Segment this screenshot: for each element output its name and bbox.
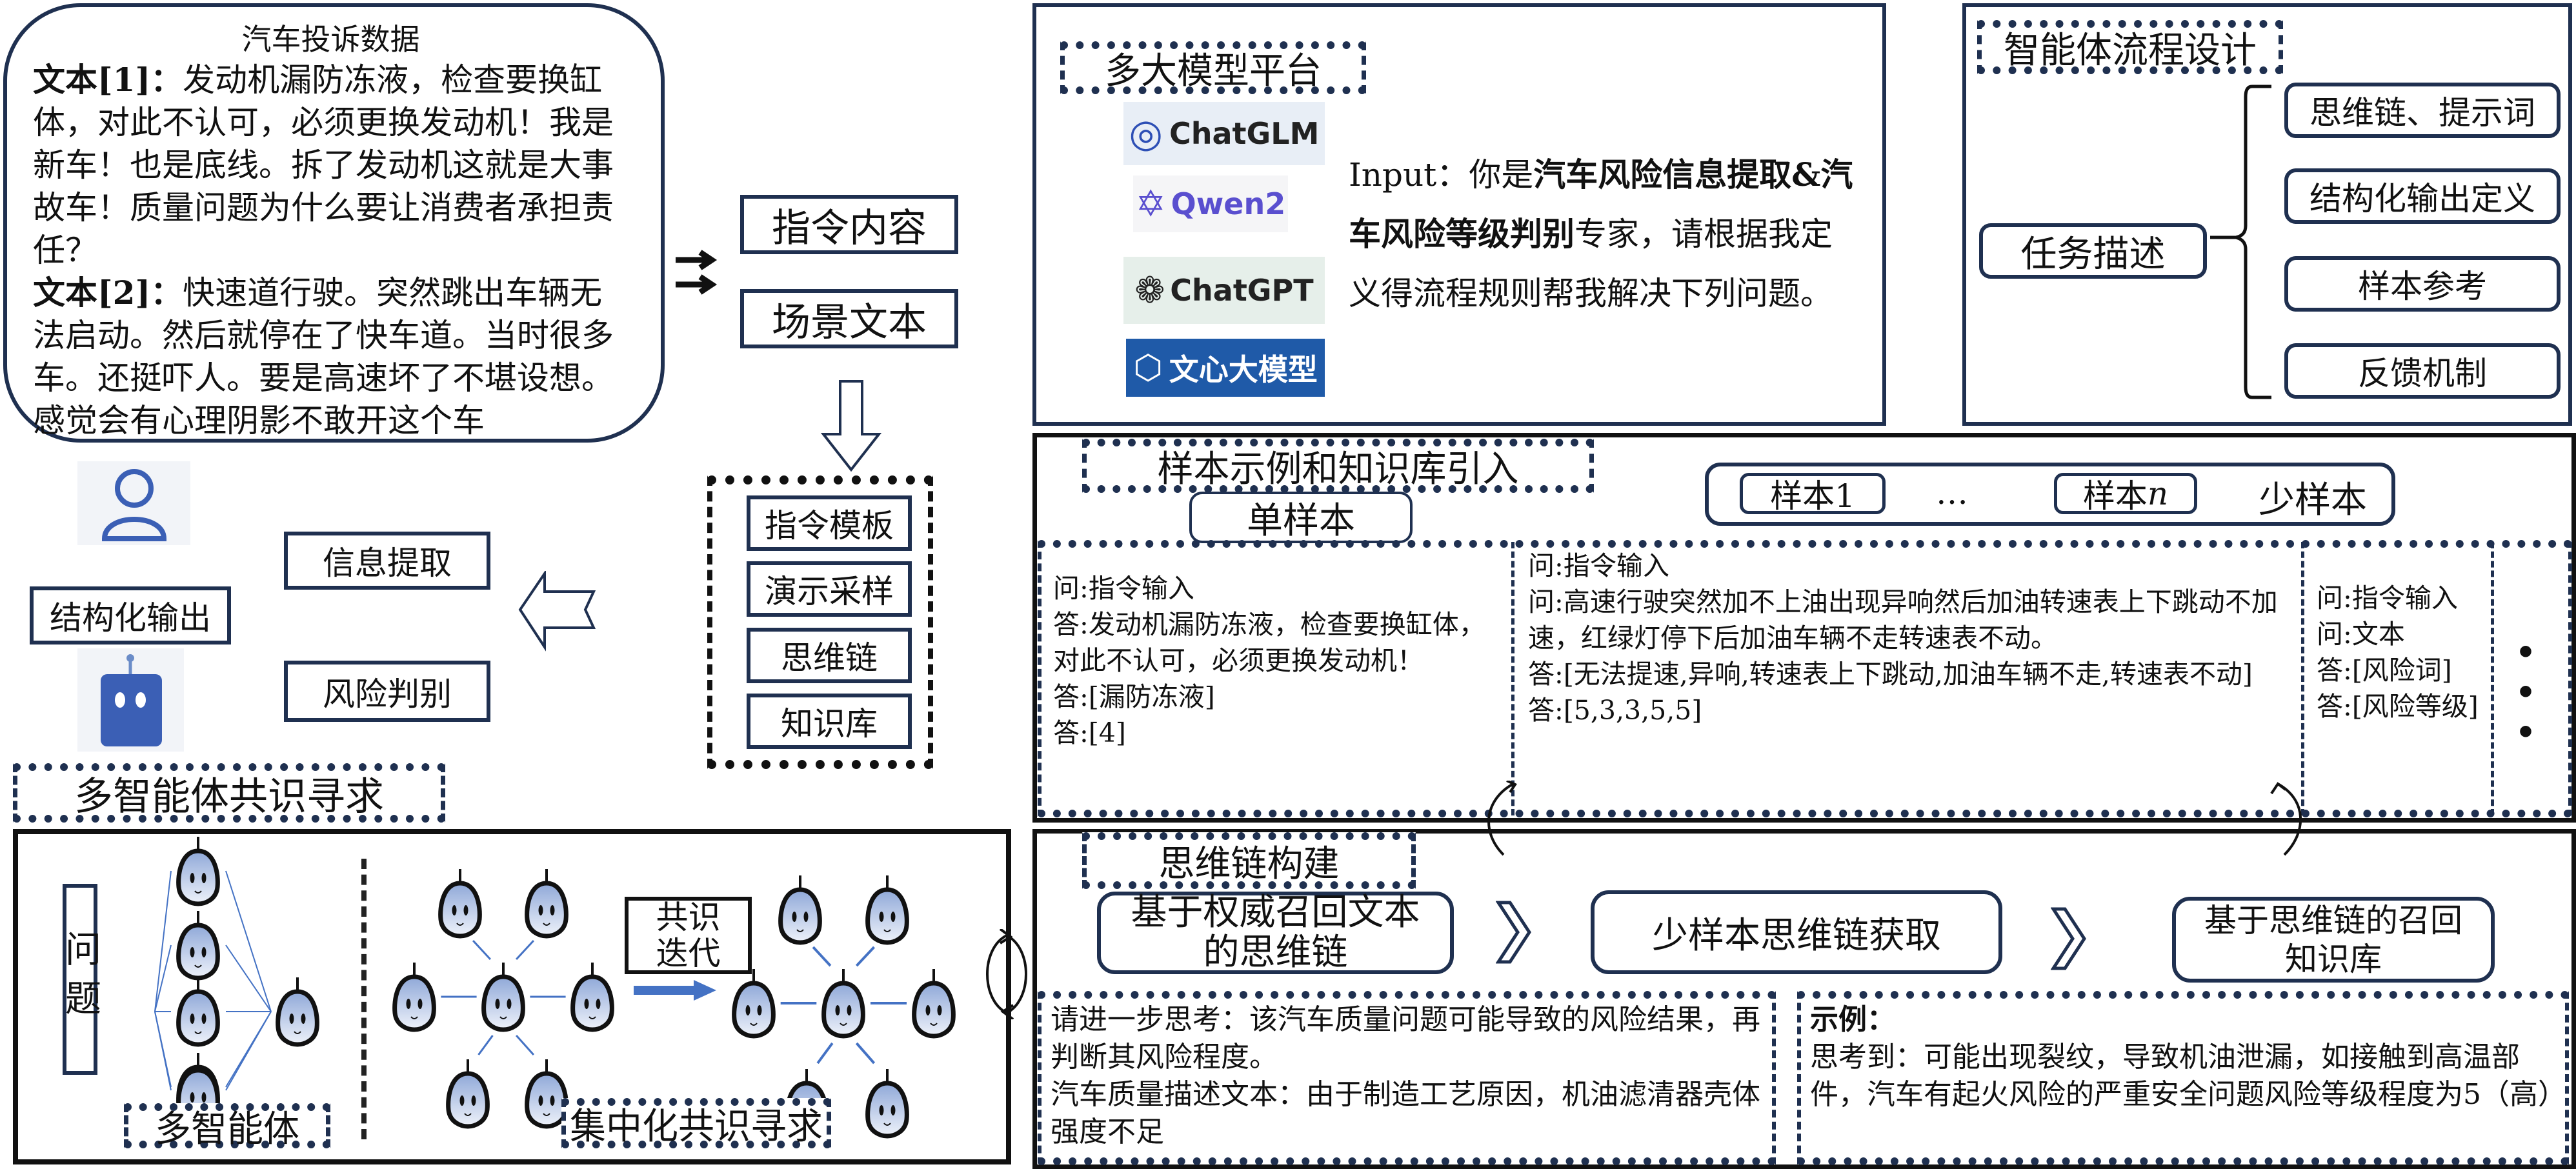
centralized-consensus-label: 集中化共识寻求 — [561, 1098, 831, 1148]
agent-robot-icon — [521, 868, 572, 939]
agent-robot-icon — [728, 968, 780, 1039]
agent-robot-icon — [478, 961, 529, 1032]
divider-line — [361, 859, 367, 1139]
flow-item: 思维链、提示词 — [2284, 83, 2561, 138]
agent-robot-icon — [567, 961, 618, 1032]
scene-text-box: 场景文本 — [740, 289, 958, 348]
agent-robot-icon — [861, 874, 913, 945]
hollow-down-arrow-icon — [820, 380, 882, 472]
input-prompt-text: Input：你是汽车风险信息提取&汽车风险等级判别专家，请根据我定义得流程规则帮… — [1349, 155, 1853, 312]
complaint-title: 汽车投诉数据 — [241, 22, 420, 57]
template-item: 思维链 — [747, 628, 912, 683]
consensus-iteration-box: 共识迭代 — [625, 897, 752, 974]
chevron-right-icon — [1496, 901, 1531, 964]
cot-step-2: 少样本思维链获取 — [1591, 890, 2002, 974]
wenxin-icon: ⬡ — [1133, 348, 1163, 387]
cot-title: 思维链构建 — [1082, 832, 1416, 889]
hollow-left-arrow-icon — [518, 571, 596, 652]
flow-item: 结构化输出定义 — [2284, 168, 2561, 224]
cot-prompt-box: 请进一步思考：该汽车质量问题可能导致的风险结果，再判断其风险程度。汽车质量描述文… — [1038, 991, 1776, 1165]
qwen-icon: ✡ — [1135, 183, 1166, 225]
chevron-right-icon — [2051, 907, 2086, 970]
ellipsis: … — [1936, 474, 1968, 512]
agent-robot-icon — [172, 910, 224, 981]
template-sample-column: 问:指令输入问:文本答:[风险词]答:[风险等级] — [2317, 583, 2479, 722]
samples-title: 样本示例和知识库引入 — [1082, 439, 1594, 493]
sample-1-chip: 样本1 — [1740, 473, 1886, 515]
agent-robot-icon — [861, 1068, 913, 1139]
flow-title: 智能体流程设计 — [1977, 20, 2283, 74]
instruction-content-box: 指令内容 — [740, 195, 958, 254]
column-divider — [2491, 542, 2494, 815]
chatglm-logo: ◎ChatGLM — [1123, 102, 1325, 165]
template-item: 知识库 — [747, 694, 912, 749]
samples-area — [1038, 540, 2572, 817]
cot-step-3: 基于思维链的召回知识库 — [2172, 897, 2495, 983]
info-extraction-box: 信息提取 — [284, 532, 490, 590]
agent-robot-icon — [774, 874, 826, 945]
template-item: 演示采样 — [747, 561, 912, 617]
flow-item: 反馈机制 — [2284, 343, 2561, 399]
flow-item: 样本参考 — [2284, 256, 2561, 312]
agent-robot-icon — [434, 868, 486, 939]
cycle-arrows-icon — [986, 929, 1027, 1019]
agent-robot-icon — [442, 1058, 494, 1129]
iteration-arrow-icon — [634, 980, 716, 1001]
complaint-text-1: 文本[1]：发动机漏防冻液，检查要换缸体，对此不认可，必须更换发动机！我是新车！… — [33, 61, 614, 269]
agent-robot-icon — [172, 976, 224, 1047]
brace-icon — [2210, 85, 2271, 399]
flow-panel — [1962, 3, 2572, 426]
chatgpt-icon: ❁ — [1134, 269, 1165, 312]
structured-output-box: 结构化输出 — [30, 586, 231, 644]
column-divider — [2301, 542, 2304, 815]
agent-robot-icon — [818, 968, 869, 1039]
curved-arrow-icon — [1487, 781, 1517, 856]
risk-judgment-box: 风险判别 — [284, 661, 490, 722]
template-group — [707, 475, 933, 769]
complaint-panel: 汽车投诉数据 文本[1]：发动机漏防冻液，检查要换缸体，对此不认可，必须更换发动… — [3, 3, 665, 443]
platform-panel — [1032, 3, 1886, 426]
template-item: 指令模板 — [747, 495, 912, 551]
double-arrow-icon — [676, 250, 718, 295]
consensus-section-label: 多智能体共识寻求 — [13, 763, 445, 823]
complaint-text-2: 文本[2]：快速道行驶。突然跳出车辆无法启动。然后就停在了快车道。当时很多车。还… — [33, 274, 614, 439]
agent-robot-icon — [908, 968, 960, 1039]
user-icon — [77, 461, 190, 545]
agent-robot-icon — [388, 961, 440, 1032]
consensus-panel — [13, 829, 1011, 1164]
cot-step-1: 基于权威召回文本的思维链 — [1097, 892, 1454, 974]
wenxin-logo: ⬡文心大模型 — [1126, 339, 1325, 397]
few-sample-column: 问:指令输入问:高速行驶突然加不上油出现异响然后加油转速表上下跳动不加速，红绿灯… — [1528, 550, 2278, 726]
column-divider — [1511, 542, 1514, 815]
agent-robot-icon — [172, 835, 224, 906]
agent-robot-icon — [521, 1058, 572, 1129]
question-box: 问题 — [59, 884, 101, 1075]
qwen-logo: ✡Qwen2 — [1133, 175, 1288, 232]
cot-example-box: 示例：思考到：可能出现裂纹，导致机油泄漏，如接触到高温部件，汽车有起火风险的严重… — [1797, 991, 2569, 1165]
robot-icon — [77, 648, 184, 752]
chatglm-icon: ◎ — [1129, 111, 1163, 156]
more-dots: • • • — [2515, 633, 2536, 751]
multi-agent-label: 多智能体 — [124, 1103, 330, 1150]
single-sample-column: 问:指令输入答:发动机漏防冻液，检查要换缸体，对此不认可，必须更换发动机！答:[… — [1053, 573, 1485, 748]
cot-panel — [1032, 829, 2576, 1169]
samples-panel — [1032, 433, 2576, 823]
agent-robot-icon — [272, 976, 323, 1047]
single-sample-label: 单样本 — [1189, 492, 1413, 543]
few-sample-group — [1705, 463, 2395, 526]
few-sample-label: 少样本 — [2259, 479, 2367, 521]
curved-arrow-icon — [2270, 782, 2302, 856]
platform-title: 多大模型平台 — [1060, 41, 1366, 94]
chatgpt-logo: ❁ChatGPT — [1123, 257, 1325, 324]
task-description-box: 任务描述 — [1979, 223, 2207, 279]
